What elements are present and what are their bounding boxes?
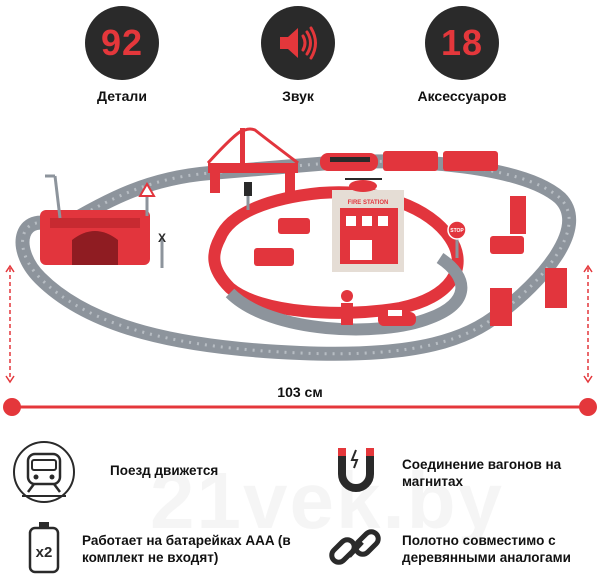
- train: [320, 151, 498, 171]
- bridge: [206, 127, 299, 193]
- feature-train-text: Поезд движется: [110, 463, 219, 478]
- feature-battery-text: Работает на батарейках AAA (в комплект н…: [82, 533, 291, 565]
- width-measure: 103 см: [0, 380, 600, 420]
- stat-accessories-value: 18: [440, 22, 484, 63]
- width-measure-label: 103 см: [277, 384, 323, 400]
- stat-accessories-label: Аксессуаров: [417, 88, 507, 104]
- stat-accessories: 18 Аксессуаров: [417, 6, 507, 104]
- stat-sound: Звук: [253, 6, 343, 104]
- railway-set-illustration: FIRE STATION STOP X: [5, 127, 593, 384]
- feature-magnet-text: Соединение вагонов на магнитах: [402, 457, 562, 489]
- feature-compatible-text: Полотно совместимо с деревянными аналога…: [402, 533, 571, 565]
- stat-sound-label: Звук: [282, 88, 314, 104]
- width-measure-line: [3, 398, 597, 416]
- stat-sound-circle: [261, 6, 335, 80]
- helicopter: [345, 178, 382, 192]
- feature-magnet: [324, 440, 388, 504]
- crossing-sign-label: X: [158, 231, 166, 245]
- feature-compatible: [324, 516, 388, 580]
- magnet-icon: [338, 448, 374, 492]
- crossing-sign: X: [158, 231, 166, 268]
- warning-sign: [138, 182, 156, 216]
- support-pillars: [490, 196, 567, 326]
- feature-battery-icon-wrap: x2: [12, 516, 76, 580]
- grey-inner-track: [225, 253, 468, 336]
- height-arrow-left: [5, 264, 15, 384]
- feature-chain-icon-wrap: [324, 516, 388, 580]
- fire-car: [378, 310, 416, 326]
- stat-parts-label: Детали: [97, 88, 147, 104]
- fire-truck: [254, 218, 524, 266]
- battery-count-badge: x2: [36, 544, 53, 561]
- street-lamp: [45, 174, 62, 219]
- feature-train-moves: [12, 440, 76, 504]
- feature-train-icon-wrap: [12, 440, 76, 504]
- train-icon: [13, 441, 75, 503]
- stat-parts-value: 92: [100, 22, 144, 63]
- stop-sign: STOP: [447, 220, 467, 258]
- chain-link-icon: [329, 529, 381, 565]
- firefighter-figure: [341, 290, 353, 325]
- stat-parts: 92 Детали: [77, 6, 167, 104]
- fire-station-sign: FIRE STATION: [348, 200, 389, 206]
- stat-parts-circle: 92: [85, 6, 159, 80]
- tunnel: [40, 210, 150, 265]
- stat-accessories-circle: 18: [425, 6, 499, 80]
- feature-battery: x2: [12, 516, 76, 580]
- battery-icon: x2: [28, 522, 60, 574]
- height-arrow-right: [583, 264, 593, 384]
- speaker-icon: [280, 26, 317, 60]
- traffic-light: [244, 182, 252, 210]
- feature-magnet-icon-wrap: [324, 440, 388, 504]
- fire-station: FIRE STATION: [332, 190, 404, 272]
- stop-sign-label: STOP: [450, 228, 464, 234]
